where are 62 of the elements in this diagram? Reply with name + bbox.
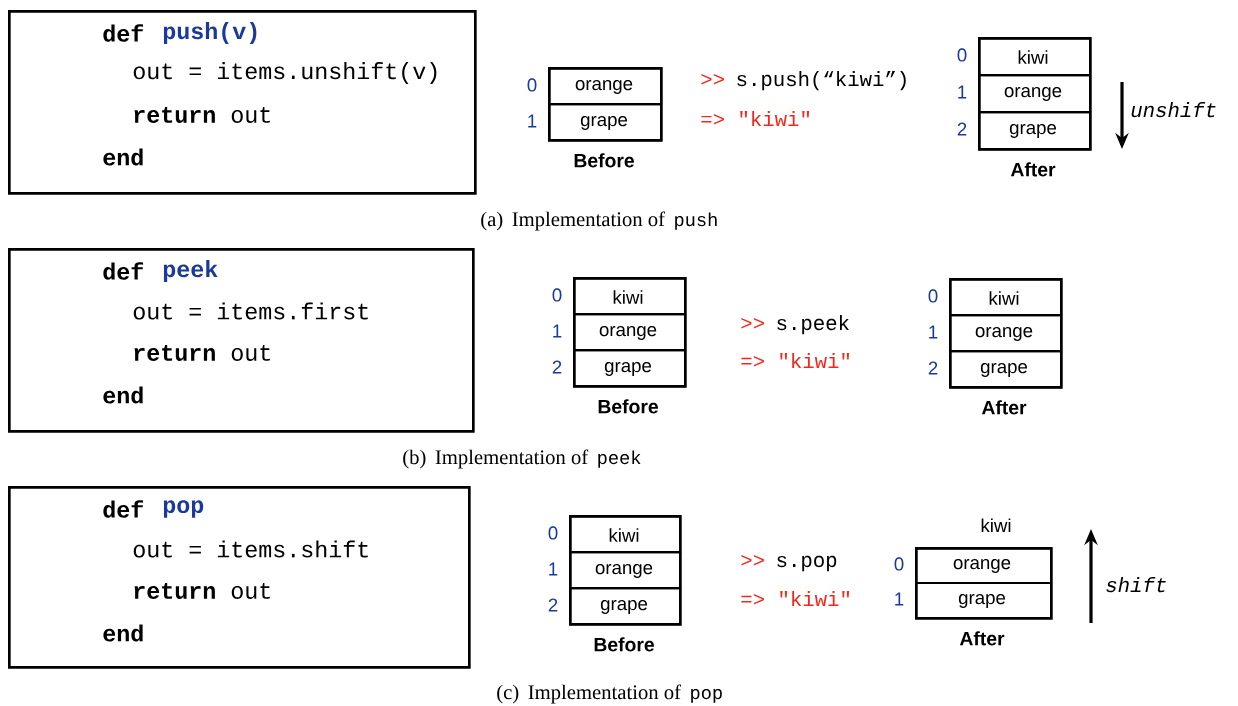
caption-text: (a) [481,211,503,231]
index-number: 1 [528,114,537,128]
index-number: 0 [957,48,967,62]
code-box: def push(v) out = items.unshift(v) return out end [8,10,477,195]
stack-cell: orange [949,314,1063,353]
console-text: >> [741,317,764,329]
code-box: def peek out = items.first return out end [8,248,475,433]
node-label: Before [594,637,654,652]
node-label: After [959,631,1005,646]
stack-cell: grape [949,350,1063,389]
caption-text: Implementation of [528,684,681,704]
operation-label: unshift [1131,102,1216,118]
stack-cell: grape [978,111,1092,151]
index-number: 1 [553,324,562,338]
index-number: 1 [958,85,967,99]
console-text: => "kiwi" [741,591,850,606]
caption-text: Implementation of [512,211,665,231]
stack-cell: kiwi [978,37,1092,77]
node-label: After [981,400,1027,415]
stack-cell: kiwi [949,278,1063,317]
stack-cell: orange [915,547,1053,585]
stack-cell: grape [573,349,687,388]
index-number: 2 [548,598,558,612]
console-text: s.pop [777,555,837,572]
index-number: 2 [552,360,562,374]
node-label: After [1010,162,1056,177]
stack-cell: grape [569,587,682,626]
index-number: 2 [957,122,967,136]
node-label: Before [598,399,658,414]
stack-cell: kiwi [569,515,682,554]
index-number: 0 [527,78,537,92]
stack-cell: orange [978,74,1092,114]
operation-label: shift [1106,577,1166,593]
caption-text: (b) [403,449,426,469]
popped-item: kiwi [981,518,1011,532]
stack-cell: orange [569,551,682,590]
index-number: 0 [928,289,938,303]
caption-text: Implementation of [435,449,589,469]
console-text: => "kiwi" [741,353,850,368]
stack-cell: orange [573,313,687,352]
code-box: def pop out = items.shift return out end [8,486,471,669]
node-label: Before [574,153,634,168]
index-number: 1 [895,592,904,606]
index-number: 1 [549,562,558,576]
stack-cell: orange [548,67,663,106]
caption-code: pop [691,688,722,703]
index-number: 1 [929,325,938,339]
console-text: >> [701,73,724,85]
console-text: s.peek [777,315,849,335]
console-text: >> [741,554,764,566]
caption-code: peek [598,450,641,468]
stack-cell: grape [915,582,1053,620]
console-text: => "kiwi" [701,111,810,126]
index-number: 2 [928,361,938,375]
index-number: 0 [548,526,558,540]
index-number: 0 [894,557,904,571]
console-text: s.push(“kiwi”) [737,71,906,91]
index-number: 0 [552,288,562,302]
stack-cell: grape [548,103,663,142]
caption-text: (c) [497,684,519,704]
caption-code: push [675,212,717,230]
stack-cell: kiwi [573,277,687,316]
